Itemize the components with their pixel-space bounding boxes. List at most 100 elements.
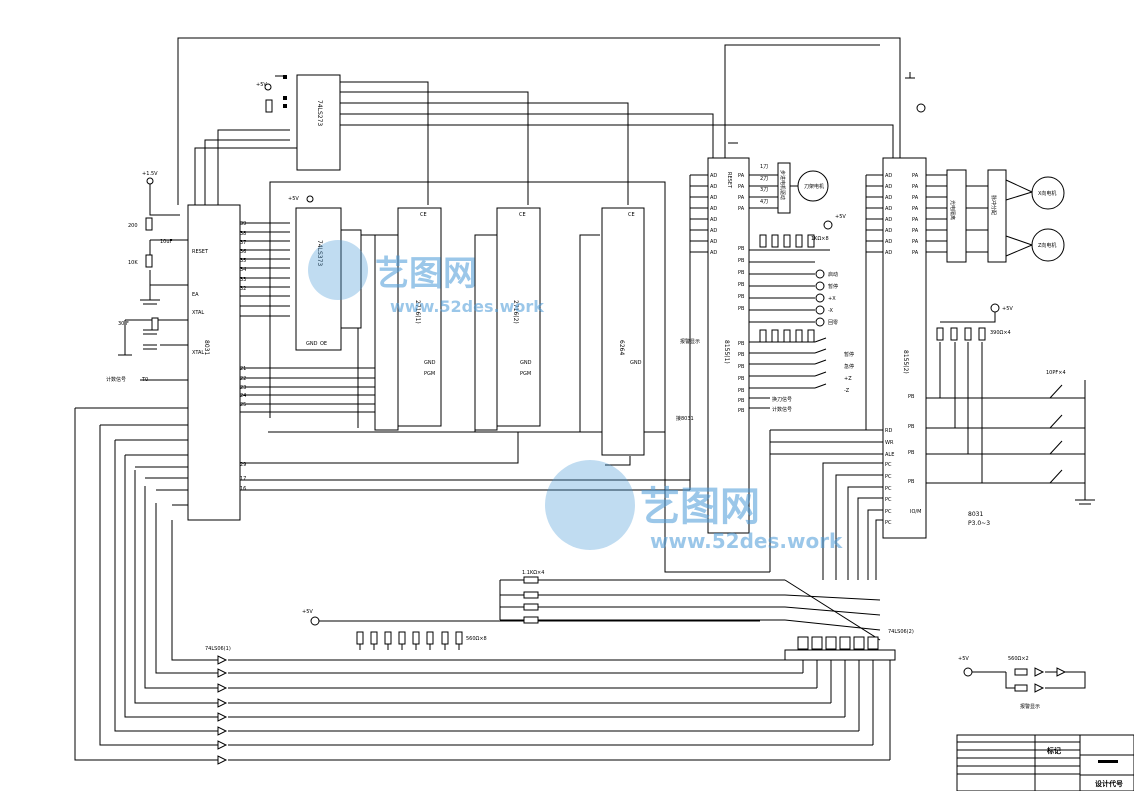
svg-text:PB: PB	[738, 246, 745, 252]
alarm-display-label-2: 报警显示	[1020, 703, 1040, 710]
r390-x4-label: 390Ω×4	[990, 330, 1011, 336]
power-label-4: +5V	[1002, 306, 1013, 312]
svg-text:AD: AD	[885, 184, 892, 190]
svg-text:32: 32	[240, 286, 246, 292]
feed-signal-label: 换刀信号	[772, 396, 792, 403]
chip-74ls373: 74LS373 OE GND	[295, 207, 362, 351]
motor-spindle-label: 刀架电机	[804, 183, 824, 190]
svg-text:PC: PC	[885, 486, 892, 492]
svg-text:AD: AD	[710, 250, 717, 256]
svg-text:17: 17	[240, 476, 246, 482]
pa-label-1: 1刀	[760, 164, 768, 170]
driver-blocks: 光电隔离 脉冲分配 步进电机驱动 刀架电机 X向电机 Z向电机 1刀 2刀 3刀…	[760, 162, 1065, 263]
svg-text:PC: PC	[885, 497, 892, 503]
svg-text:AD: AD	[885, 217, 892, 223]
svg-text:PA: PA	[912, 173, 919, 179]
svg-text:AD: AD	[885, 228, 892, 234]
svg-text:PA: PA	[738, 173, 745, 179]
svg-text:GND: GND	[520, 360, 532, 366]
svg-text:PB: PB	[738, 258, 745, 264]
power-label-2: +5V	[288, 196, 299, 202]
reset-cap-label: 10uF	[160, 239, 173, 245]
svg-text:29: 29	[240, 462, 246, 468]
stepper-driver-label: 步进电机驱动	[779, 170, 786, 200]
svg-text:PB: PB	[738, 376, 745, 382]
title-mark: 标记	[1046, 746, 1061, 755]
switch-label-9: -Z	[844, 388, 850, 394]
svg-text:AD: AD	[710, 217, 717, 223]
chip-2716-1: 2716(1) GND PGM CE	[374, 207, 442, 431]
switch-label-4: -X	[828, 308, 834, 314]
power-label-6: +5V	[958, 656, 969, 662]
chip-74ls373-label: 74LS373	[316, 240, 323, 266]
svg-text:37: 37	[240, 240, 246, 246]
svg-text:PC: PC	[885, 474, 892, 480]
cap-x4-label: 10PF×4	[1046, 370, 1066, 376]
svg-text:PB: PB	[738, 282, 745, 288]
u74ls06-left-label: 74LS06(1)	[205, 646, 231, 652]
title-label: 设计代号	[1095, 779, 1123, 788]
power-label-5: +5V	[302, 609, 313, 615]
pin-ce-1: CE	[420, 212, 427, 218]
ann-8031: 8031	[968, 511, 983, 518]
svg-text:IO/M: IO/M	[910, 509, 921, 515]
svg-text:PB: PB	[908, 450, 915, 456]
z-motor-icon	[1031, 228, 1065, 262]
power-markers: +5V +5V +5V +5V +5V +5V	[256, 72, 1013, 677]
motor-x-label: X向电机	[1038, 190, 1056, 197]
svg-text:PB: PB	[738, 294, 745, 300]
power-label-1: +5V	[256, 82, 267, 88]
power-15v-label: +1.5V	[142, 171, 158, 177]
chip-6264: 6264 GND CE	[601, 207, 645, 456]
svg-text:艺图网: 艺图网	[640, 484, 760, 530]
svg-text:AD: AD	[710, 195, 717, 201]
svg-text:PB: PB	[738, 270, 745, 276]
switch-label-5: 回零	[828, 320, 838, 326]
r560-x8-label: 560Ω×8	[466, 636, 487, 642]
pin-pgm-2: PGM	[520, 371, 531, 377]
svg-text:25: 25	[240, 402, 246, 408]
svg-text:PA: PA	[912, 206, 919, 212]
title-block: 标记 设计代号	[956, 734, 1134, 791]
inverters-left: 74LS06(1)	[205, 646, 231, 765]
svg-text:PA: PA	[738, 184, 745, 190]
pulse-dist-label: 脉冲分配	[990, 195, 997, 215]
alarm-led: 报警显示	[1020, 667, 1067, 710]
chip-74ls273-label: 74LS273	[316, 100, 323, 126]
pin-gnd-373: GND	[306, 341, 318, 347]
chip-2716-2: 2716(2) GND PGM CE	[474, 207, 541, 431]
chip-74ls273: 74LS273	[283, 74, 341, 171]
wiring	[74, 37, 1095, 761]
spindle-motor-icon	[797, 170, 829, 202]
svg-text:PB: PB	[908, 424, 915, 430]
switch-label-7: 急停	[844, 363, 854, 370]
svg-text:PA: PA	[912, 250, 919, 256]
pin-reset-8155-1: RESET	[726, 172, 732, 189]
svg-text:PB: PB	[738, 306, 745, 312]
svg-text:PA: PA	[912, 217, 919, 223]
annotation-8031: 8031 P3.0~3	[968, 511, 990, 527]
pin-ce-2: CE	[519, 212, 526, 218]
svg-text:ALE: ALE	[885, 452, 894, 458]
crystal-cap-label: 30 F	[118, 321, 129, 327]
svg-text:PA: PA	[738, 206, 745, 212]
display-connector: 74LS06(2)	[784, 629, 914, 661]
svg-text:AD: AD	[885, 239, 892, 245]
svg-text:PA: PA	[912, 228, 919, 234]
cap-bank: 10PF×4	[1046, 370, 1066, 484]
chip-6264-label: 6264	[618, 340, 625, 355]
chip-2716-1-label: 2716(1)	[414, 300, 421, 324]
svg-text:34: 34	[240, 267, 246, 273]
pin-oe-373: OE	[320, 341, 327, 347]
svg-text:AD: AD	[885, 250, 892, 256]
svg-text:PB: PB	[738, 398, 745, 404]
svg-text:AD: AD	[710, 206, 717, 212]
svg-text:GND: GND	[630, 360, 642, 366]
alarm-display-label-1: 报警显示	[680, 338, 700, 345]
svg-text:AD: AD	[885, 206, 892, 212]
svg-text:GND: GND	[424, 360, 436, 366]
switch-panel: 启动 暂停 +X -X 回零 暂停 急停 +Z -Z 换刀信号 计数信号 报警显…	[676, 269, 854, 422]
